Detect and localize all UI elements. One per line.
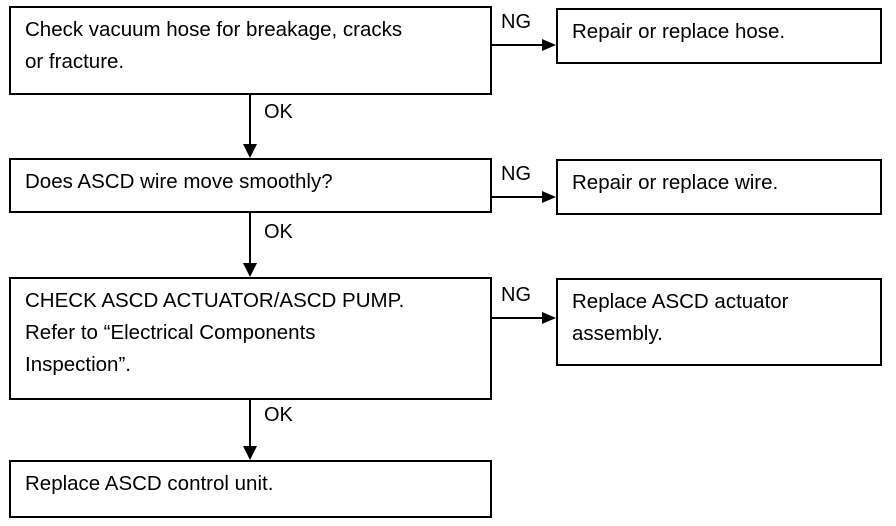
step-2-box: Does ASCD wire move smoothly? xyxy=(9,158,492,213)
step-2-ok-label: OK xyxy=(264,221,293,243)
step-3-ng-action-box: Replace ASCD actuator assembly. xyxy=(556,278,882,366)
ng-arrowhead-3 xyxy=(542,312,556,324)
step-1-ng-action-line-1: Repair or replace hose. xyxy=(572,20,786,43)
step-3-line-1: CHECK ASCD ACTUATOR/ASCD PUMP. xyxy=(25,289,405,312)
step-3-line-3: Inspection”. xyxy=(25,353,131,376)
step-3-ng-label: NG xyxy=(501,284,531,306)
step-1-ok-label: OK xyxy=(264,101,293,123)
step-2-ng-action-line-1: Repair or replace wire. xyxy=(572,171,779,194)
step-2-line-1: Does ASCD wire move smoothly? xyxy=(25,170,333,193)
step-1-ng-label: NG xyxy=(501,11,531,33)
step-3-ng-action-line-2: assembly. xyxy=(572,322,663,345)
step-3-box: CHECK ASCD ACTUATOR/ASCD PUMP. Refer to … xyxy=(9,277,492,400)
step-3-line-2: Refer to “Electrical Components xyxy=(25,321,316,344)
ng-arrowhead-2 xyxy=(542,191,556,203)
step-2-ng-action-box: Repair or replace wire. xyxy=(556,159,882,215)
ok-arrowhead-3 xyxy=(243,446,257,460)
step-1-ng-action-box: Repair or replace hose. xyxy=(556,8,882,64)
step-1-line-2: or fracture. xyxy=(25,50,125,73)
ok-arrowhead-1 xyxy=(243,144,257,158)
step-2-ng-label: NG xyxy=(501,163,531,185)
step-1-box: Check vacuum hose for breakage, cracks o… xyxy=(9,6,492,95)
ng-arrowhead-1 xyxy=(542,39,556,51)
step-1-line-1: Check vacuum hose for breakage, cracks xyxy=(25,18,403,41)
step-4-line-1: Replace ASCD control unit. xyxy=(25,472,274,495)
step-3-ok-label: OK xyxy=(264,404,293,426)
ok-arrowhead-2 xyxy=(243,263,257,277)
step-4-box: Replace ASCD control unit. xyxy=(9,460,492,518)
step-3-ng-action-line-1: Replace ASCD actuator xyxy=(572,290,789,313)
